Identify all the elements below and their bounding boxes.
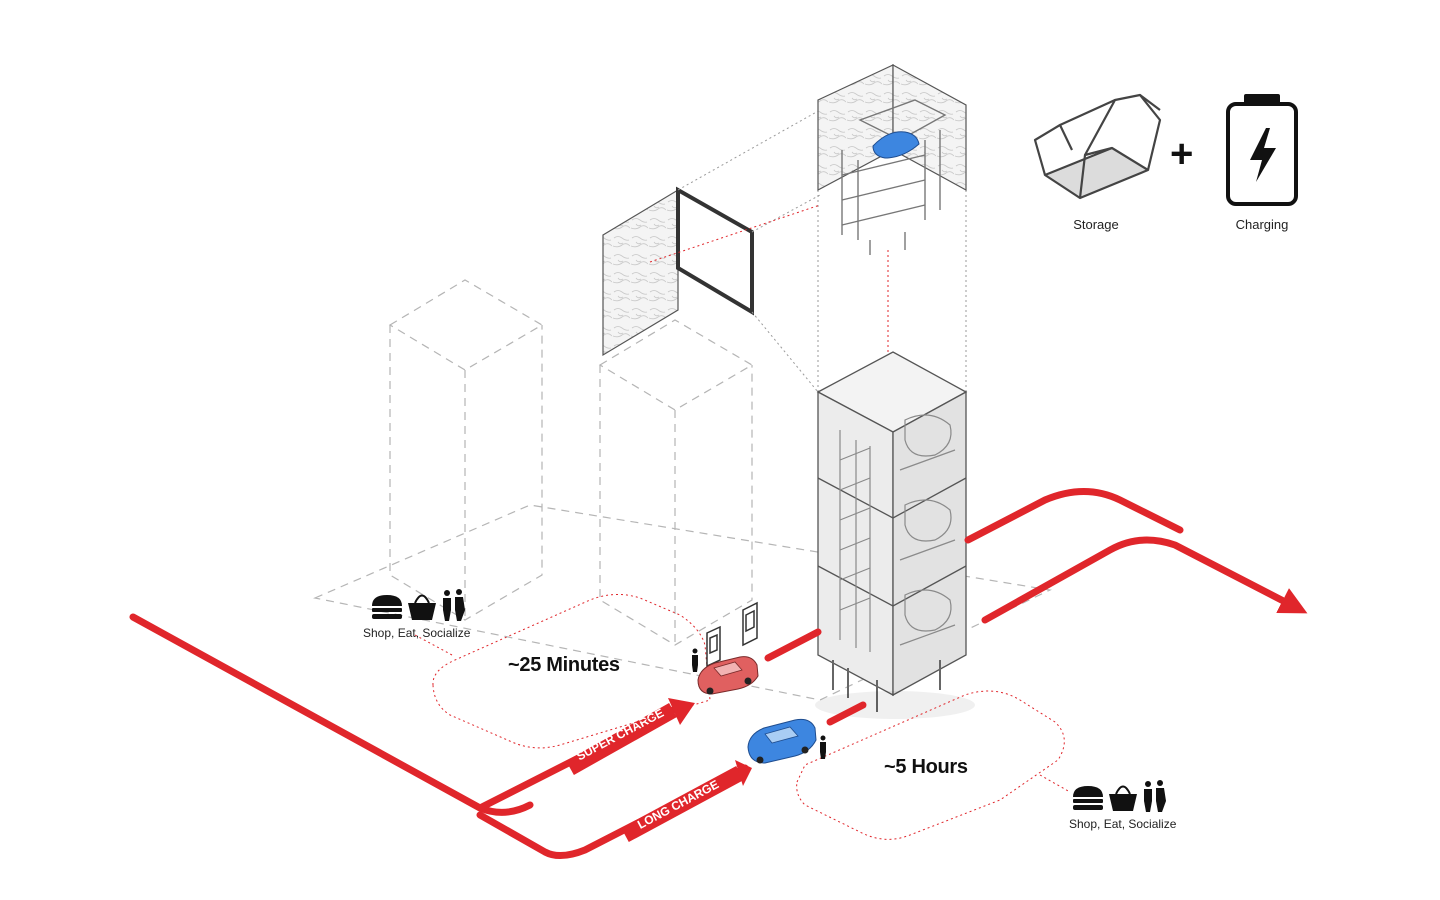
exploded-textured-panel xyxy=(602,188,679,357)
ghost-ground-plane xyxy=(313,504,1052,701)
legend-plus-sign: + xyxy=(1170,132,1194,176)
shopping-bag-icon-right xyxy=(1109,785,1137,811)
long-charge-time: ~5 Hours xyxy=(884,756,968,778)
long-zone-amenities: Shop, Eat, Socialize xyxy=(1069,817,1177,831)
super-zone-amenities: Shop, Eat, Socialize xyxy=(363,626,471,640)
storage-cradle-icon xyxy=(1033,93,1162,200)
charging-pillar-1 xyxy=(706,625,721,668)
super-charge-arrow xyxy=(566,698,695,775)
person-red-car xyxy=(692,648,698,672)
burger-icon-right xyxy=(1073,786,1103,810)
people-icon-right xyxy=(1144,780,1166,812)
upper-storage-module xyxy=(817,63,967,255)
ghost-building-left xyxy=(388,279,544,621)
charging-label: Charging xyxy=(1235,217,1289,232)
shopping-bag-icon xyxy=(408,594,436,620)
main-tower xyxy=(815,351,975,719)
super-charge-zone xyxy=(414,594,711,749)
people-icon xyxy=(443,589,465,621)
long-charge-label: LONG CHARGE xyxy=(635,777,721,832)
burger-icon xyxy=(372,595,402,619)
exploded-frame-panel xyxy=(676,186,754,316)
tower-feed-upper xyxy=(764,628,822,662)
long-charge-road xyxy=(476,764,749,859)
blue-car xyxy=(747,718,817,764)
exit-road-lower xyxy=(981,536,1308,624)
super-charge-time: ~25 Minutes xyxy=(508,654,620,676)
storage-label: Storage xyxy=(1073,217,1119,232)
exit-road-upper xyxy=(964,488,1184,544)
long-charge-zone xyxy=(796,690,1071,840)
ghost-building-middle xyxy=(598,319,754,646)
charging-pillar-2 xyxy=(742,601,758,647)
person-blue-car xyxy=(820,735,826,759)
tower-feed-lower xyxy=(826,701,867,726)
super-charge-label: SUPER CHARGE xyxy=(574,706,666,764)
main-road xyxy=(129,613,534,816)
long-charge-arrow xyxy=(621,760,752,843)
red-car xyxy=(697,656,759,695)
road-paths xyxy=(129,488,1308,859)
battery-bolt-icon xyxy=(1226,94,1298,206)
